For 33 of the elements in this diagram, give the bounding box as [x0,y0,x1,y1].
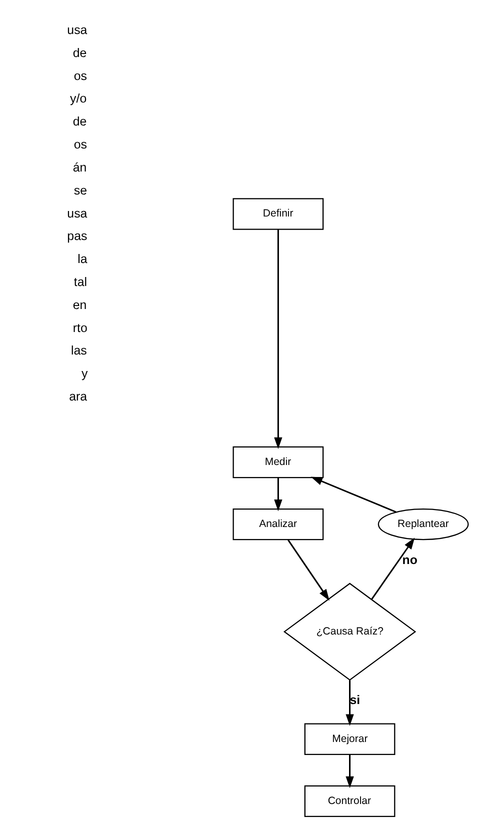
label: án [72,160,86,174]
node-box: Definir [232,198,324,230]
label: os [73,138,86,152]
label: de [72,114,86,129]
label: de [72,46,86,60]
label: se [73,183,86,198]
arrow [287,539,329,601]
arrow [345,680,354,726]
label: la [77,252,87,266]
node-box: Mejorar [304,723,395,755]
label: en [72,298,86,312]
arrow [310,476,396,513]
node-diamond: ¿Causa Raíz? [282,582,416,681]
label: os [73,68,86,83]
label: y/o [70,92,86,106]
node-box: Medir [232,446,324,478]
label: las [70,344,86,358]
label: usa [66,206,87,220]
node-ellipse: Replantear [377,508,468,540]
arrow [370,538,414,600]
arrow [345,754,354,788]
arrow [274,478,282,512]
label: ara [68,390,87,404]
label: usa [66,22,87,37]
node-box: Controlar [304,785,395,818]
label: rto [72,320,87,335]
label: y [81,366,88,381]
label: pas [66,229,87,244]
arrow [274,230,282,449]
edge-label: no [402,552,417,567]
edge-label: si [349,693,360,708]
node-box: Analizar [232,508,324,540]
label: tal [73,274,86,289]
